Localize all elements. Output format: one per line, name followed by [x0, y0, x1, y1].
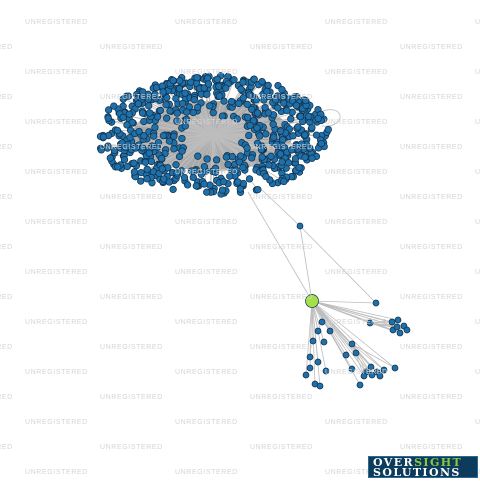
watermark-text: UNREGISTERED [250, 394, 313, 401]
watermark-text: UNREGISTERED [0, 244, 13, 251]
watermark-text: UNREGISTERED [325, 419, 388, 426]
watermark-text: UNREGISTERED [325, 269, 388, 276]
watermark-text: UNREGISTERED [25, 469, 88, 476]
watermark-text: UNREGISTERED [250, 44, 313, 51]
watermark-text: UNREGISTERED [475, 419, 480, 426]
watermark-text: UNREGISTERED [325, 369, 388, 376]
watermark-text: UNREGISTERED [400, 244, 463, 251]
watermark-text: UNREGISTERED [250, 294, 313, 301]
watermark-text: UNREGISTERED [100, 94, 163, 101]
watermark-text: UNREGISTERED [175, 119, 238, 126]
watermark-text: UNREGISTERED [400, 144, 463, 151]
watermark-text: UNREGISTERED [175, 219, 238, 226]
watermark-text: UNREGISTERED [25, 169, 88, 176]
watermark-text: UNREGISTERED [175, 169, 238, 176]
watermark-text: UNREGISTERED [175, 269, 238, 276]
watermark-text: UNREGISTERED [250, 244, 313, 251]
watermark-text: UNREGISTERED [475, 269, 480, 276]
watermark-text: UNREGISTERED [325, 169, 388, 176]
watermark-text: UNREGISTERED [400, 194, 463, 201]
watermark-text: UNREGISTERED [25, 369, 88, 376]
watermark-text: UNREGISTERED [250, 144, 313, 151]
watermark-text: UNREGISTERED [0, 144, 13, 151]
watermark-text: UNREGISTERED [250, 194, 313, 201]
watermark-text: UNREGISTERED [250, 444, 313, 451]
watermark-text: UNREGISTERED [100, 444, 163, 451]
watermark-text: UNREGISTERED [250, 94, 313, 101]
watermark-text: UNREGISTERED [475, 119, 480, 126]
watermark-text: UNREGISTERED [475, 219, 480, 226]
watermark-text: UNREGISTERED [475, 319, 480, 326]
watermark-text: UNREGISTERED [0, 444, 13, 451]
watermark-text: UNREGISTERED [0, 194, 13, 201]
watermark-text: UNREGISTERED [325, 19, 388, 26]
watermark-text: UNREGISTERED [100, 194, 163, 201]
watermark-text: UNREGISTERED [100, 294, 163, 301]
watermark-text: UNREGISTERED [325, 319, 388, 326]
watermark-text: UNREGISTERED [325, 219, 388, 226]
watermark-text: UNREGISTERED [400, 444, 463, 451]
watermark-text: UNREGISTERED [400, 94, 463, 101]
watermark-text: UNREGISTERED [475, 69, 480, 76]
watermark-text: UNREGISTERED [175, 369, 238, 376]
watermark-text: UNREGISTERED [25, 419, 88, 426]
watermark-text: UNREGISTERED [175, 419, 238, 426]
watermark-text: UNREGISTERED [0, 294, 13, 301]
watermark-text: UNREGISTERED [0, 394, 13, 401]
watermark-text: UNREGISTERED [175, 469, 238, 476]
watermark-text: UNREGISTERED [25, 269, 88, 276]
oversight-solutions-logo: OVERSIGHT SOLUTIONS [368, 456, 478, 478]
watermark-text: UNREGISTERED [400, 344, 463, 351]
watermark-text: UNREGISTERED [325, 119, 388, 126]
watermark-text: UNREGISTERED [400, 44, 463, 51]
watermark-text: UNREGISTERED [175, 319, 238, 326]
watermark-text: UNREGISTERED [325, 69, 388, 76]
watermark-text: UNREGISTERED [25, 69, 88, 76]
watermark-text: UNREGISTERED [0, 344, 13, 351]
watermark-text: UNREGISTERED [100, 394, 163, 401]
watermark-text: UNREGISTERED [100, 244, 163, 251]
watermark-text: UNREGISTERED [0, 94, 13, 101]
watermark-text: UNREGISTERED [400, 394, 463, 401]
watermark-text: UNREGISTERED [475, 369, 480, 376]
watermark-text: UNREGISTERED [25, 19, 88, 26]
watermark-text: UNREGISTERED [475, 19, 480, 26]
watermark-text: UNREGISTERED [475, 169, 480, 176]
watermark-text: UNREGISTERED [25, 219, 88, 226]
watermark-text: UNREGISTERED [175, 19, 238, 26]
watermark-text: UNREGISTERED [100, 144, 163, 151]
watermark-text: UNREGISTERED [175, 69, 238, 76]
logo-word-solutions: SOLUTIONS [373, 468, 475, 478]
watermark-text: UNREGISTERED [250, 344, 313, 351]
watermark-text: UNREGISTERED [0, 44, 13, 51]
watermark-text: UNREGISTERED [100, 344, 163, 351]
watermark-text: UNREGISTERED [400, 294, 463, 301]
watermark-text: UNREGISTERED [100, 44, 163, 51]
watermark-text: UNREGISTERED [25, 119, 88, 126]
watermark-text: UNREGISTERED [25, 319, 88, 326]
